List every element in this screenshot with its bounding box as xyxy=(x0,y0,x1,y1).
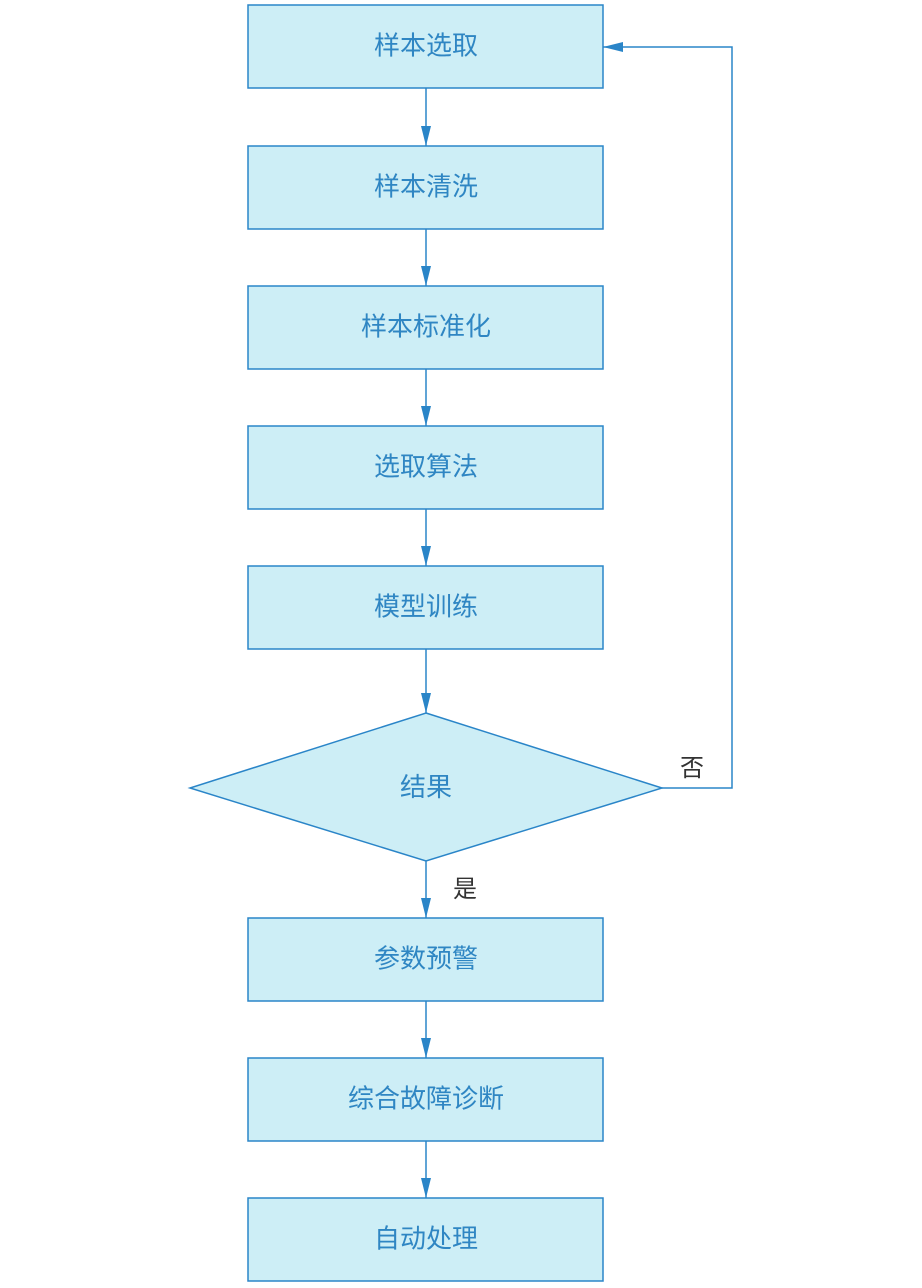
step-label: 自动处理 xyxy=(374,1225,478,1255)
step-box xyxy=(247,1057,604,1142)
step-label: 样本标准化 xyxy=(361,313,491,343)
step-label: 综合故障诊断 xyxy=(348,1085,504,1115)
step-box xyxy=(247,145,604,230)
step-model-training: 模型训练 xyxy=(247,565,604,650)
decision-label: 结果 xyxy=(400,773,452,803)
arrow-no-feedback-loop xyxy=(603,42,733,789)
step-auto-processing: 自动处理 xyxy=(247,1197,604,1282)
step-label: 样本选取 xyxy=(374,32,478,62)
step-box xyxy=(247,565,604,650)
step-box xyxy=(247,917,604,1002)
step-sample-normalization: 样本标准化 xyxy=(247,285,604,370)
step-box xyxy=(247,4,604,89)
edge-label-yes: 是 xyxy=(453,875,477,903)
step-box xyxy=(247,285,604,370)
edge-label-no: 否 xyxy=(680,754,704,782)
step-box xyxy=(247,425,604,510)
step-label: 参数预警 xyxy=(374,945,478,975)
step-box xyxy=(247,1197,604,1282)
step-algorithm-selection: 选取算法 xyxy=(247,425,604,510)
step-parameter-warning: 参数预警 xyxy=(247,917,604,1002)
step-sample-selection: 样本选取 xyxy=(247,4,604,89)
step-fault-diagnosis: 综合故障诊断 xyxy=(247,1057,604,1142)
step-label: 模型训练 xyxy=(374,593,478,623)
step-sample-cleaning: 样本清洗 xyxy=(247,145,604,230)
step-label: 选取算法 xyxy=(374,453,478,483)
decision-result: 结果 xyxy=(187,712,665,862)
step-label: 样本清洗 xyxy=(374,173,478,203)
